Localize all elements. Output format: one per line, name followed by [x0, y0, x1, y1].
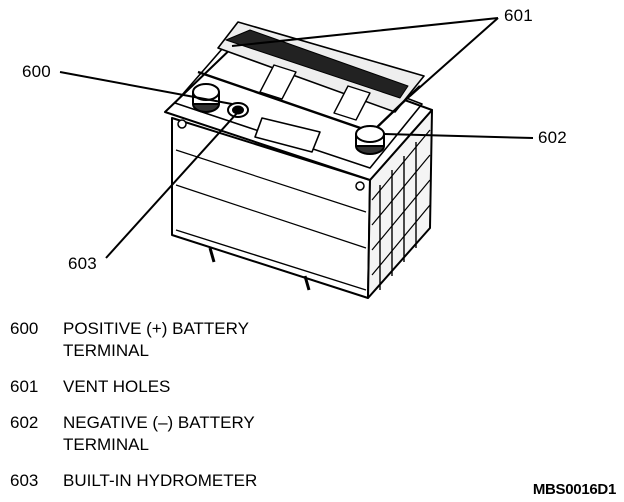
legend-label: VENT HOLES [63, 377, 171, 396]
callout-602: 602 [538, 128, 567, 147]
legend-number: 602 [10, 413, 39, 432]
battery-illustration [59, 17, 534, 299]
leader-line-601b [409, 17, 499, 97]
legend-number: 600 [10, 319, 39, 338]
callout-600: 600 [22, 62, 51, 81]
legend-label-line1: NEGATIVE (–) BATTERY [63, 413, 255, 432]
legend-label: POSITIVE (+) BATTERY TERMINAL [63, 318, 363, 362]
legend-label-line2: TERMINAL [63, 341, 149, 360]
leader-line-603 [105, 111, 239, 259]
legend-label: BUILT-IN HYDROMETER [63, 471, 258, 490]
leader-line-600 [59, 71, 233, 105]
legend-label: NEGATIVE (–) BATTERY TERMINAL [63, 412, 363, 456]
legend-number: 603 [10, 471, 39, 490]
leader-line-601a [231, 17, 499, 47]
callout-601: 601 [504, 6, 533, 25]
figure-code: MBS0016D1 [532, 481, 616, 498]
legend-number: 601 [10, 377, 39, 396]
leader-lines [59, 17, 534, 259]
legend-label-line2: TERMINAL [63, 435, 149, 454]
callout-603: 603 [68, 254, 97, 273]
battery-body [164, 21, 433, 299]
legend-label-line1: POSITIVE (+) BATTERY [63, 319, 249, 338]
leader-line-602 [383, 133, 534, 139]
